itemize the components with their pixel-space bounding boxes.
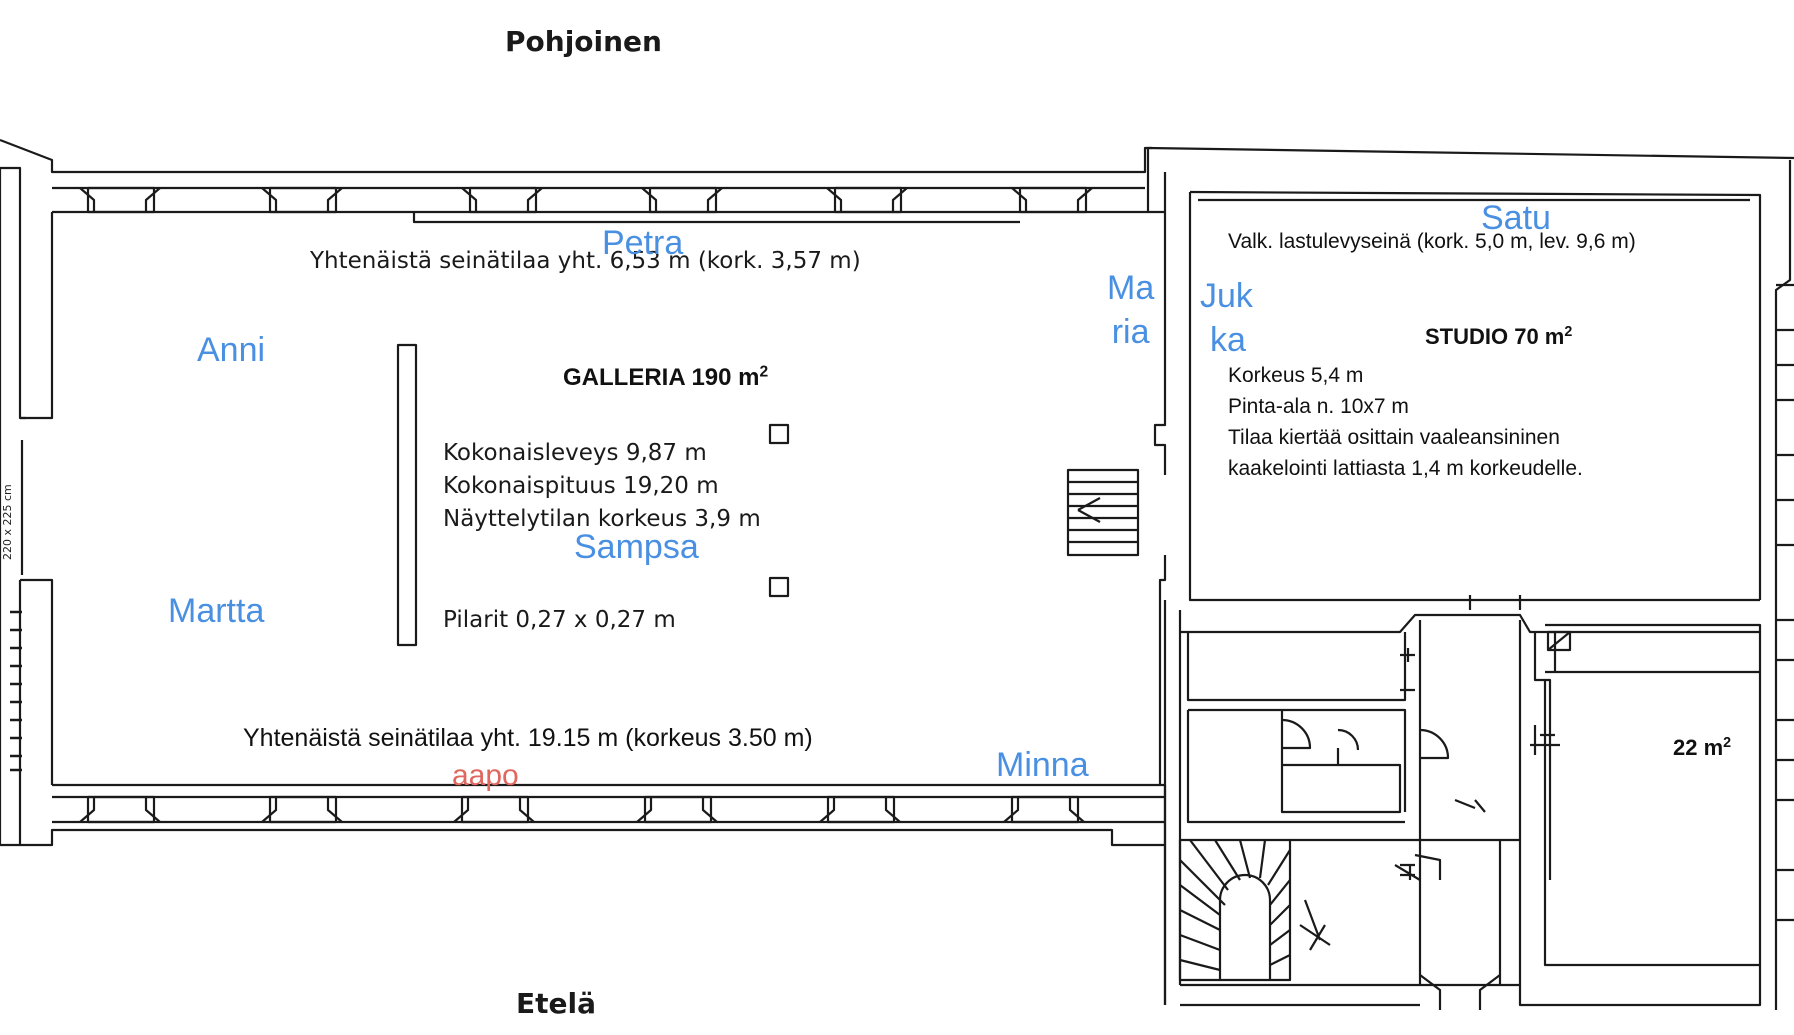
name-anni: Anni xyxy=(197,331,266,369)
gallery-title: GALLERIA 190 m2 xyxy=(563,363,769,391)
gallery-north-wall-note: Yhtenäistä seinätilaa yht. 6,53 m (kork.… xyxy=(310,248,861,274)
gallery-north-wall xyxy=(0,138,1167,224)
name-petra: Petra xyxy=(602,224,684,262)
gallery-details: Kokonaisleveys 9,87 m Kokonaispituus 19,… xyxy=(443,442,761,531)
vent-box xyxy=(1546,630,1572,652)
gallery-detail-width: Kokonaisleveys 9,87 m xyxy=(443,440,707,466)
gallery-east-wall xyxy=(1153,212,1167,1005)
gallery-detail-height: Näyttelytilan korkeus 3,9 m xyxy=(443,506,761,532)
studio-walls xyxy=(1146,146,1794,1010)
name-aapo: aapo xyxy=(452,759,519,792)
studio-wall-note: Valk. lastulevyseinä (kork. 5,0 m, lev. … xyxy=(1228,230,1636,253)
west-wall-hatching xyxy=(10,610,22,772)
studio-detail-area: Pinta-ala n. 10x7 m xyxy=(1228,395,1409,418)
name-martta: Martta xyxy=(168,592,265,630)
name-satu: Satu xyxy=(1481,199,1551,237)
studio-title-text: STUDIO 70 m xyxy=(1425,324,1565,349)
spiral-stairs xyxy=(1178,838,1331,982)
name-maria: Ma ria xyxy=(1107,266,1154,354)
name-sampsa: Sampsa xyxy=(574,528,699,566)
name-jukka: Juk ka xyxy=(1200,274,1253,362)
name-minna: Minna xyxy=(996,746,1089,784)
gallery-west-wall xyxy=(0,166,54,845)
studio-details: Korkeus 5,4 m Pinta-ala n. 10x7 m Tilaa … xyxy=(1228,365,1583,479)
name-jukka-line1: Juk xyxy=(1200,277,1253,315)
gallery-title-text: GALLERIA 190 m xyxy=(563,364,760,391)
name-jukka-line2: ka xyxy=(1210,321,1246,360)
west-side-dimension-note: 220 x 225 cm xyxy=(1,484,14,560)
gallery-title-sup: 2 xyxy=(759,363,769,381)
studio-detail-tiles-2: kaakelointi lattiasta 1,4 m korkeudelle. xyxy=(1228,457,1583,480)
small-room-label-sup: 2 xyxy=(1723,735,1732,752)
studio-detail-tiles-1: Tilaa kiertää osittain vaaleansininen xyxy=(1228,426,1560,449)
studio-title-sup: 2 xyxy=(1564,324,1573,341)
small-room-label-text: 22 m xyxy=(1673,735,1724,760)
studio-detail-height: Korkeus 5,4 m xyxy=(1228,364,1364,387)
studio-title: STUDIO 70 m2 xyxy=(1425,324,1573,349)
pillar-south xyxy=(768,576,790,598)
gallery-studio-stairs xyxy=(1066,468,1140,557)
gallery-pillars-note: Pilarit 0,27 x 0,27 m xyxy=(443,607,676,633)
small-room-label: 22 m2 xyxy=(1673,735,1732,760)
south-windows xyxy=(79,795,1085,824)
door-swings xyxy=(1281,718,1486,813)
name-maria-line1: Ma xyxy=(1107,269,1155,307)
compass-north-label: Pohjoinen xyxy=(505,25,662,58)
name-maria-line2: ria xyxy=(1111,313,1150,352)
gallery-south-wall xyxy=(0,783,1165,847)
service-rooms xyxy=(1163,595,1762,1010)
gallery-detail-length: Kokonaispituus 19,20 m xyxy=(443,473,719,499)
gallery-south-wall-note: Yhtenäistä seinätilaa yht. 19.15 m (kork… xyxy=(243,724,813,752)
north-windows xyxy=(79,186,1093,214)
pillar-north xyxy=(768,423,790,445)
compass-south-label: Etelä xyxy=(516,987,596,1020)
gallery-partition xyxy=(396,343,418,647)
